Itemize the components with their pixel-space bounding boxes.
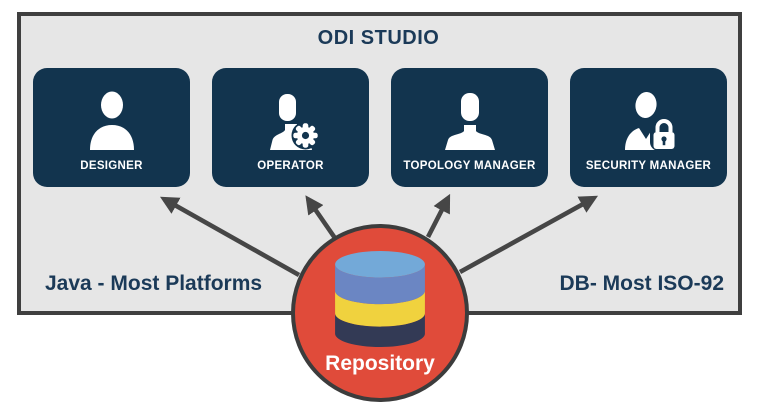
database-icon [335,251,425,347]
module-topology-manager: TOPOLOGY MANAGER [391,68,548,187]
module-designer: DESIGNER [33,68,190,187]
diagram-title: ODI STUDIO [317,27,440,49]
operator-person-gear-icon [269,94,319,150]
module-label: SECURITY MANAGER [585,160,712,172]
module-label: DESIGNER [80,160,143,172]
platform-note-left: Java - Most Platforms [45,272,263,295]
module-label: OPERATOR [257,160,324,172]
lock-icon [653,119,674,149]
topology-person-icon [444,93,495,150]
repository-label: Repository [325,352,435,375]
designer-person-icon [89,91,134,150]
module-security-manager: SECURITY MANAGER [570,68,727,187]
module-operator: OPERATOR [212,68,369,187]
database-note-right: DB- Most ISO-92 [559,272,724,295]
module-label: TOPOLOGY MANAGER [403,160,536,172]
repository-circle: Repository [291,224,469,402]
gear-icon [292,123,318,148]
security-person-lock-icon [624,92,679,151]
